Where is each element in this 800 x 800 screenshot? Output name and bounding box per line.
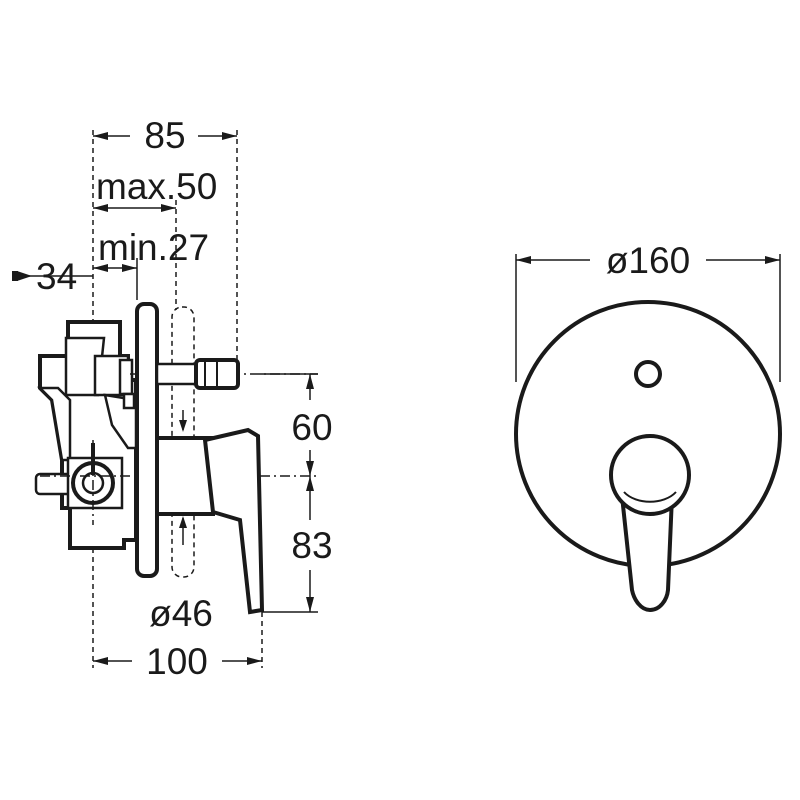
wall-plate: [135, 302, 159, 578]
dimension-max-50: max.50: [93, 166, 217, 212]
dimension-min-27: min.27: [93, 227, 209, 272]
dim-85-label: 85: [144, 115, 185, 156]
dimension-83: 83: [291, 476, 333, 612]
dimension-60: 60: [291, 374, 333, 476]
handle-hub: [609, 434, 691, 516]
lever-front: [619, 494, 675, 613]
dim-min-label: min.27: [98, 227, 209, 268]
diverter-spindle: [155, 358, 240, 390]
dimension-100: 100: [92, 548, 263, 682]
front-view: ø160: [514, 240, 782, 613]
lever-handle: [155, 427, 265, 615]
dim-100-label: 100: [146, 641, 208, 682]
dim-83-label: 83: [291, 525, 332, 566]
valve-body: [34, 320, 138, 550]
dim-160-label: ø160: [606, 240, 690, 281]
dim-max-label: max.50: [96, 166, 217, 207]
dimension-34: 34: [12, 256, 93, 297]
diverter-knob: [634, 360, 662, 388]
handle-body: [155, 436, 215, 516]
dim-60-label: 60: [291, 407, 332, 448]
dimension-160: ø160: [516, 240, 780, 281]
dim-46-label: ø46: [149, 593, 213, 634]
side-view: 85 max.50 min.27 34: [12, 115, 333, 682]
dimension-85: 85: [93, 115, 237, 156]
dim-34-label: 34: [36, 256, 77, 297]
